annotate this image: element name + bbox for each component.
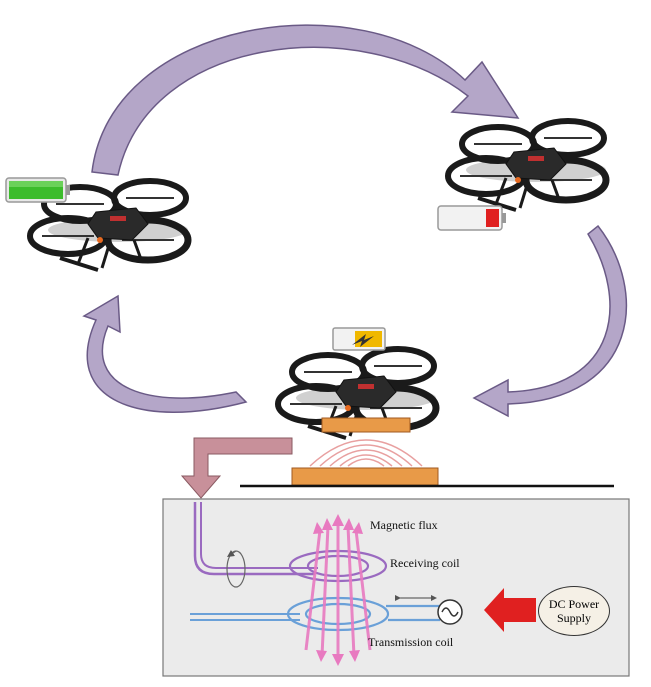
receiver-cable: [193, 502, 315, 576]
battery-charging-icon: [332, 327, 386, 351]
battery-full-icon: [5, 177, 70, 203]
dc-power-supply-label-line2: Supply: [556, 611, 591, 625]
drone-icon: [448, 121, 606, 210]
cycle-arrow-left: [82, 294, 248, 413]
ac-source-icon: [437, 599, 463, 625]
receiver-plate: [321, 417, 411, 433]
feed-arrow: [180, 437, 293, 499]
dc-power-supply-label-line1: DC Power: [548, 597, 600, 611]
magnetic-flux-arrows: [304, 522, 372, 660]
magnetic-flux-label: Magnetic flux: [370, 518, 438, 532]
coil-detail-panel: [162, 498, 630, 677]
cycle-arrow-top: [91, 24, 520, 176]
transmission-cable: [190, 613, 300, 621]
cycle-arrow-right: [472, 224, 627, 418]
transmission-coil-label: Transmission coil: [368, 635, 454, 649]
dc-power-supply: DC Power Supply: [538, 586, 610, 636]
field-waves: [309, 439, 423, 467]
dc-power-arrow: [484, 588, 536, 632]
charging-pad: [291, 467, 439, 486]
battery-low-icon: [437, 205, 506, 231]
receiving-coil-label: Receiving coil: [390, 556, 460, 570]
